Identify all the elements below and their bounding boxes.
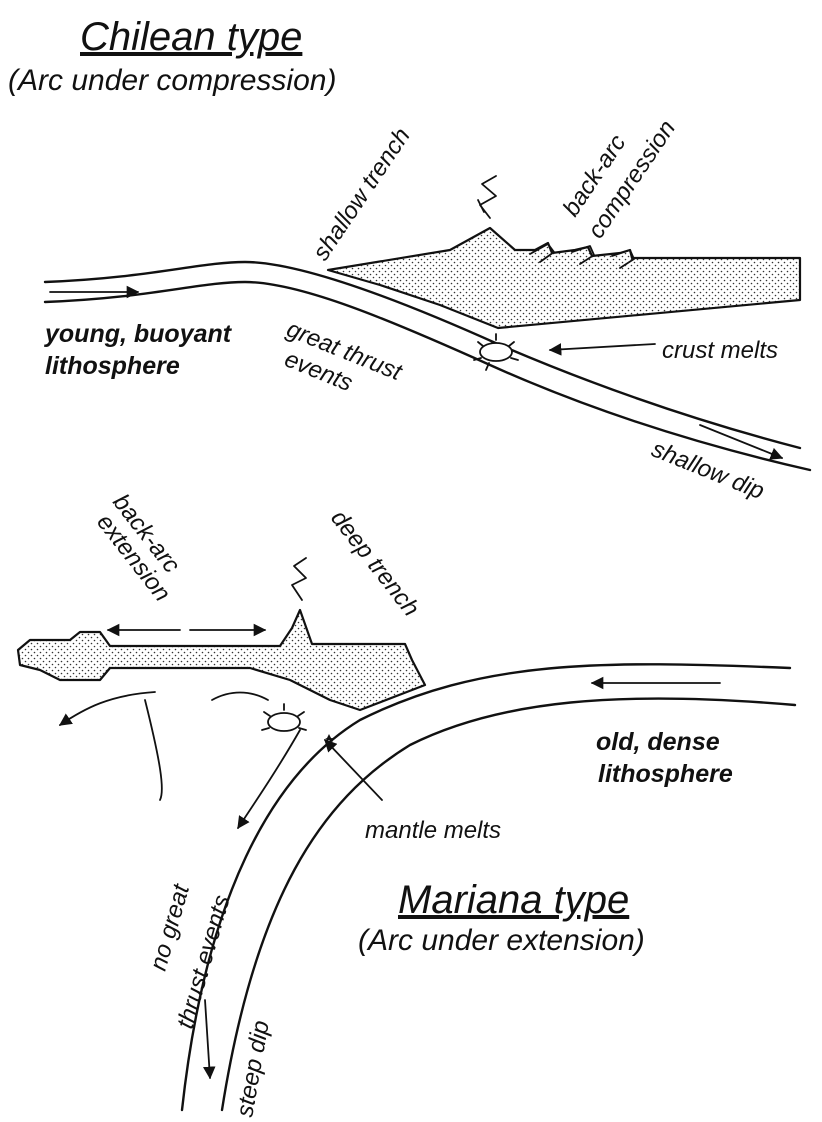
label-young-1: young, buoyant — [43, 320, 233, 348]
mariana-title: Mariana type — [398, 878, 629, 922]
crust-melts-pointer — [550, 344, 655, 350]
label-young-2: lithosphere — [45, 352, 180, 380]
volcano-plume-top-2 — [478, 200, 484, 212]
volcano-plume-top — [480, 176, 496, 218]
label-crust-melts: crust melts — [662, 337, 778, 364]
chilean-title: Chilean type — [80, 15, 302, 59]
mariana-panel: back-arc extension deep trench old, dens… — [18, 489, 795, 1119]
contact-point-star — [325, 734, 333, 742]
melt-zone-chilean — [474, 334, 518, 370]
mariana-subtitle: (Arc under extension) — [358, 924, 645, 957]
mantle-flow-inner — [212, 693, 268, 701]
melt-zone-mariana — [262, 704, 306, 731]
label-old-1: old, dense — [596, 728, 720, 756]
label-mantle-melts: mantle melts — [365, 817, 501, 844]
slab-motion-arrow-bottom — [205, 1000, 210, 1078]
label-deep-trench: deep trench — [325, 505, 424, 622]
label-shallow-trench: shallow trench — [308, 123, 416, 265]
chilean-panel: Chilean type (Arc under compression) sh — [8, 15, 810, 505]
label-no-great-1: no great — [145, 880, 196, 973]
label-old-2: lithosphere — [598, 760, 733, 788]
overriding-crust-chilean — [328, 228, 800, 328]
mantle-flow-left — [60, 692, 155, 725]
mantle-flow-loop — [145, 700, 162, 800]
volcano-plume-bottom — [292, 558, 306, 600]
chilean-subtitle: (Arc under compression) — [8, 64, 336, 97]
label-steep-dip: steep dip — [231, 1018, 275, 1119]
